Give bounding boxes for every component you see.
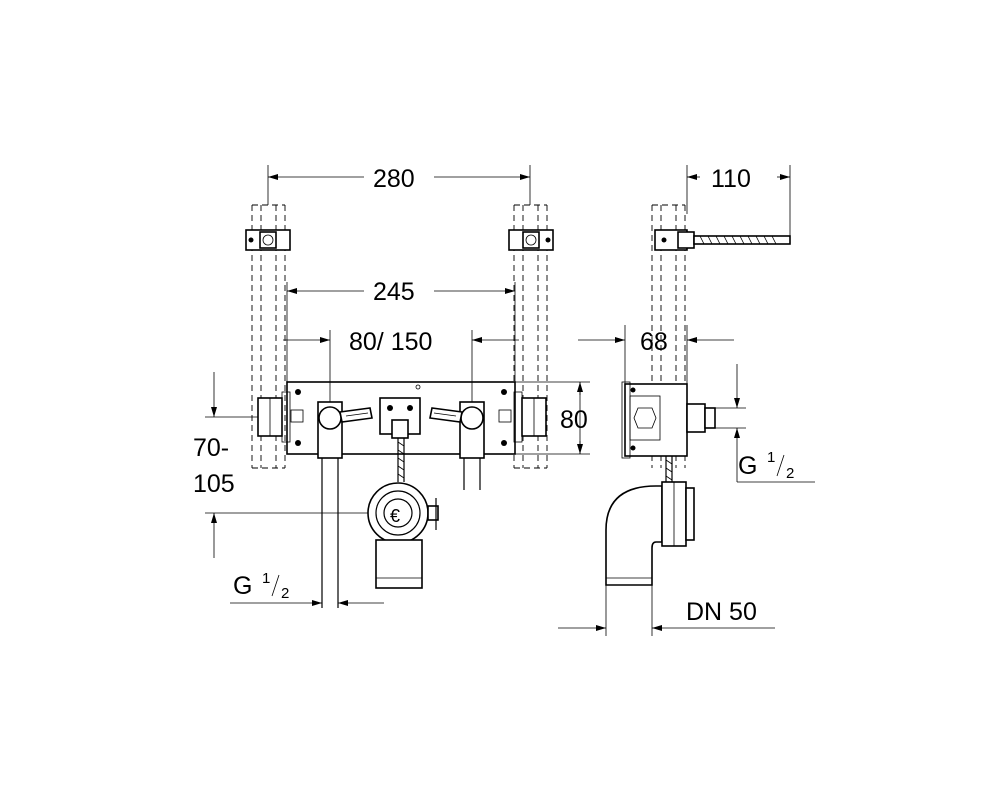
dim-110: 110: [686, 165, 791, 238]
center-clamp: [379, 397, 421, 482]
g-left-num: 1: [262, 570, 270, 587]
dim-68-label: 68: [640, 328, 668, 356]
dim-dn50-label: DN 50: [686, 598, 757, 626]
dim-105-label: 105: [193, 470, 235, 498]
g-right-den: 2: [786, 465, 794, 482]
left-top-bracket: [245, 229, 291, 251]
svg-text:€: €: [390, 506, 400, 526]
drain-fitting: €: [367, 482, 439, 589]
drain-elbow: [605, 481, 695, 586]
g-right-letter: G: [738, 452, 757, 480]
g-right-slash: [776, 454, 785, 477]
left-valve: [317, 401, 373, 459]
dim-80-150: 80/ 150: [283, 328, 519, 402]
side-top-bracket: [654, 229, 791, 251]
dim-245-label: 245: [373, 278, 415, 306]
dim-80-150-label: 80/ 150: [349, 328, 432, 356]
dim-110-label: 110: [711, 165, 751, 193]
g-right-num: 1: [767, 449, 775, 466]
right-top-bracket: [508, 229, 554, 251]
dim-dn50: DN 50: [558, 585, 775, 636]
dim-g-half-right: G 1 2: [715, 364, 815, 483]
dim-245: 245: [286, 278, 516, 382]
g-left-den: 2: [281, 585, 289, 602]
dim-68: 68: [578, 325, 734, 384]
dim-g-half-left: G 1 2: [230, 570, 384, 606]
side-frame: [621, 381, 716, 482]
dim-70-label: 70-: [193, 434, 229, 462]
front-view: € 280 245 80/ 150: [193, 165, 590, 608]
right-valve: [429, 401, 485, 459]
side-view: 110 68 G 1 2 DN 50: [558, 165, 815, 636]
dim-80-height-label: 80: [560, 406, 588, 434]
dim-70-105: 70- 105: [193, 372, 368, 558]
g-left-letter: G: [233, 572, 252, 600]
dim-80-height: 80: [515, 381, 590, 455]
dim-280-label: 280: [373, 165, 415, 193]
dim-280: 280: [267, 165, 531, 205]
g-left-slash: [271, 574, 280, 597]
